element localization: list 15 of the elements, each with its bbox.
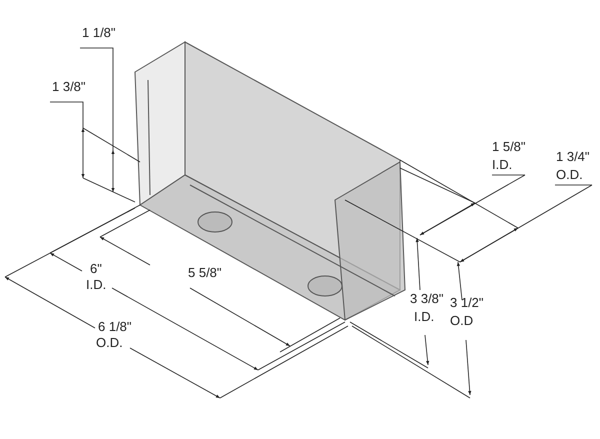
dimension-label: O.D. xyxy=(556,168,583,182)
dimension-label: O.D. xyxy=(96,336,123,350)
dimension-label: 3 3/8" xyxy=(410,292,444,306)
dimension-label: O.D xyxy=(450,314,474,328)
dimension-label: 6 1/8" xyxy=(98,320,132,334)
dimension-label: 5 5/8" xyxy=(188,266,222,280)
dimension-label: 3 1/2" xyxy=(450,296,484,310)
dimension-label: 1 3/4" xyxy=(556,150,590,164)
dimension-label: I.D. xyxy=(492,158,512,172)
dimension-label: I.D. xyxy=(414,310,434,324)
dimension-label: 1 1/8" xyxy=(82,26,116,40)
dimension-label: 1 3/8" xyxy=(52,80,86,94)
dimension-label: I.D. xyxy=(86,278,106,292)
dimension-label: 6" xyxy=(90,262,102,276)
dimension-label: 1 5/8" xyxy=(492,140,526,154)
